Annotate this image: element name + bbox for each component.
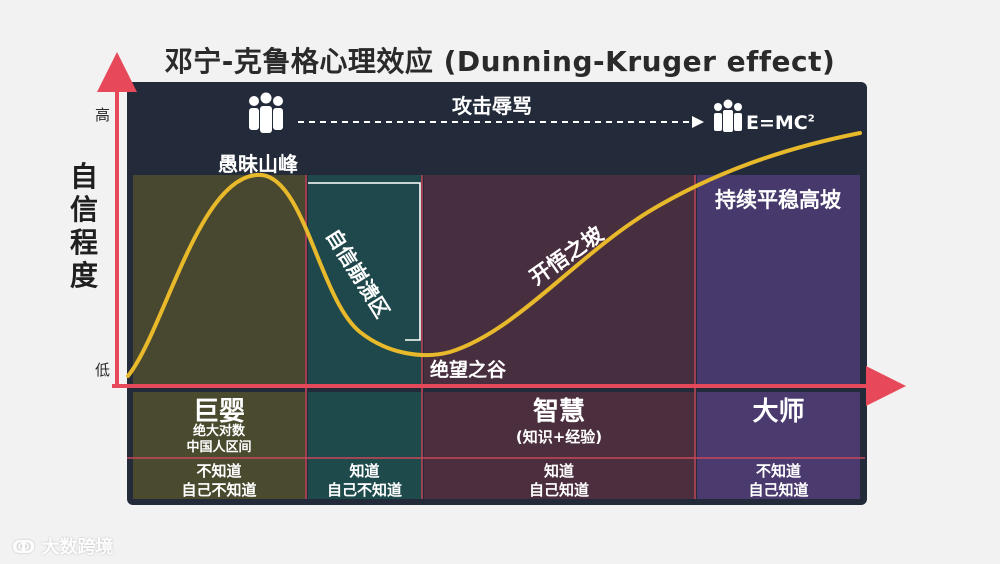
crash-bracket xyxy=(308,182,421,341)
stage-wisdom-name: 智慧 xyxy=(532,397,585,427)
valley-label: 绝望之谷 xyxy=(430,359,507,381)
people-group-icon-left xyxy=(249,92,283,133)
stage-crash-know: 知道自己不知道 xyxy=(326,462,402,499)
emc-label: E=MC2 xyxy=(746,112,815,134)
row-master xyxy=(697,392,860,499)
stage-wisdom-sub: (知识+经验) xyxy=(515,428,603,446)
stage-master-name: 大师 xyxy=(752,397,805,427)
attack-label: 攻击辱骂 xyxy=(452,94,532,118)
row-wisdom xyxy=(424,392,694,499)
region-master xyxy=(697,175,860,385)
people-group-icon-right xyxy=(714,99,742,132)
plateau-label: 持续平稳高坡 xyxy=(715,188,841,212)
stage-master-know: 不知道自己知道 xyxy=(748,462,809,499)
stage-wisdom-know: 知道自己知道 xyxy=(528,462,589,499)
peak-label: 愚昧山峰 xyxy=(218,152,298,176)
y-tick-low: 低 xyxy=(95,361,111,379)
row-infant xyxy=(133,392,305,499)
region-infant xyxy=(133,175,305,385)
y-axis-title: 自信程度 xyxy=(69,160,98,292)
page-title: 邓宁-克鲁格心理效应 (Dunning-Kruger effect) xyxy=(164,45,836,78)
stage-infant-know: 不知道自己不知道 xyxy=(181,462,257,499)
dashed-arrow-head xyxy=(692,116,704,128)
confidence-curve xyxy=(126,131,862,378)
watermark-logo-icon: ↂ xyxy=(12,537,36,558)
stage-infant-sub: 绝大对数 中国人区间 xyxy=(186,424,252,455)
watermark: ↂ 大数跨境 xyxy=(12,537,114,558)
stage-infant-name: 巨婴 xyxy=(192,397,245,427)
row-crash xyxy=(308,392,421,499)
y-tick-high: 高 xyxy=(95,106,111,124)
